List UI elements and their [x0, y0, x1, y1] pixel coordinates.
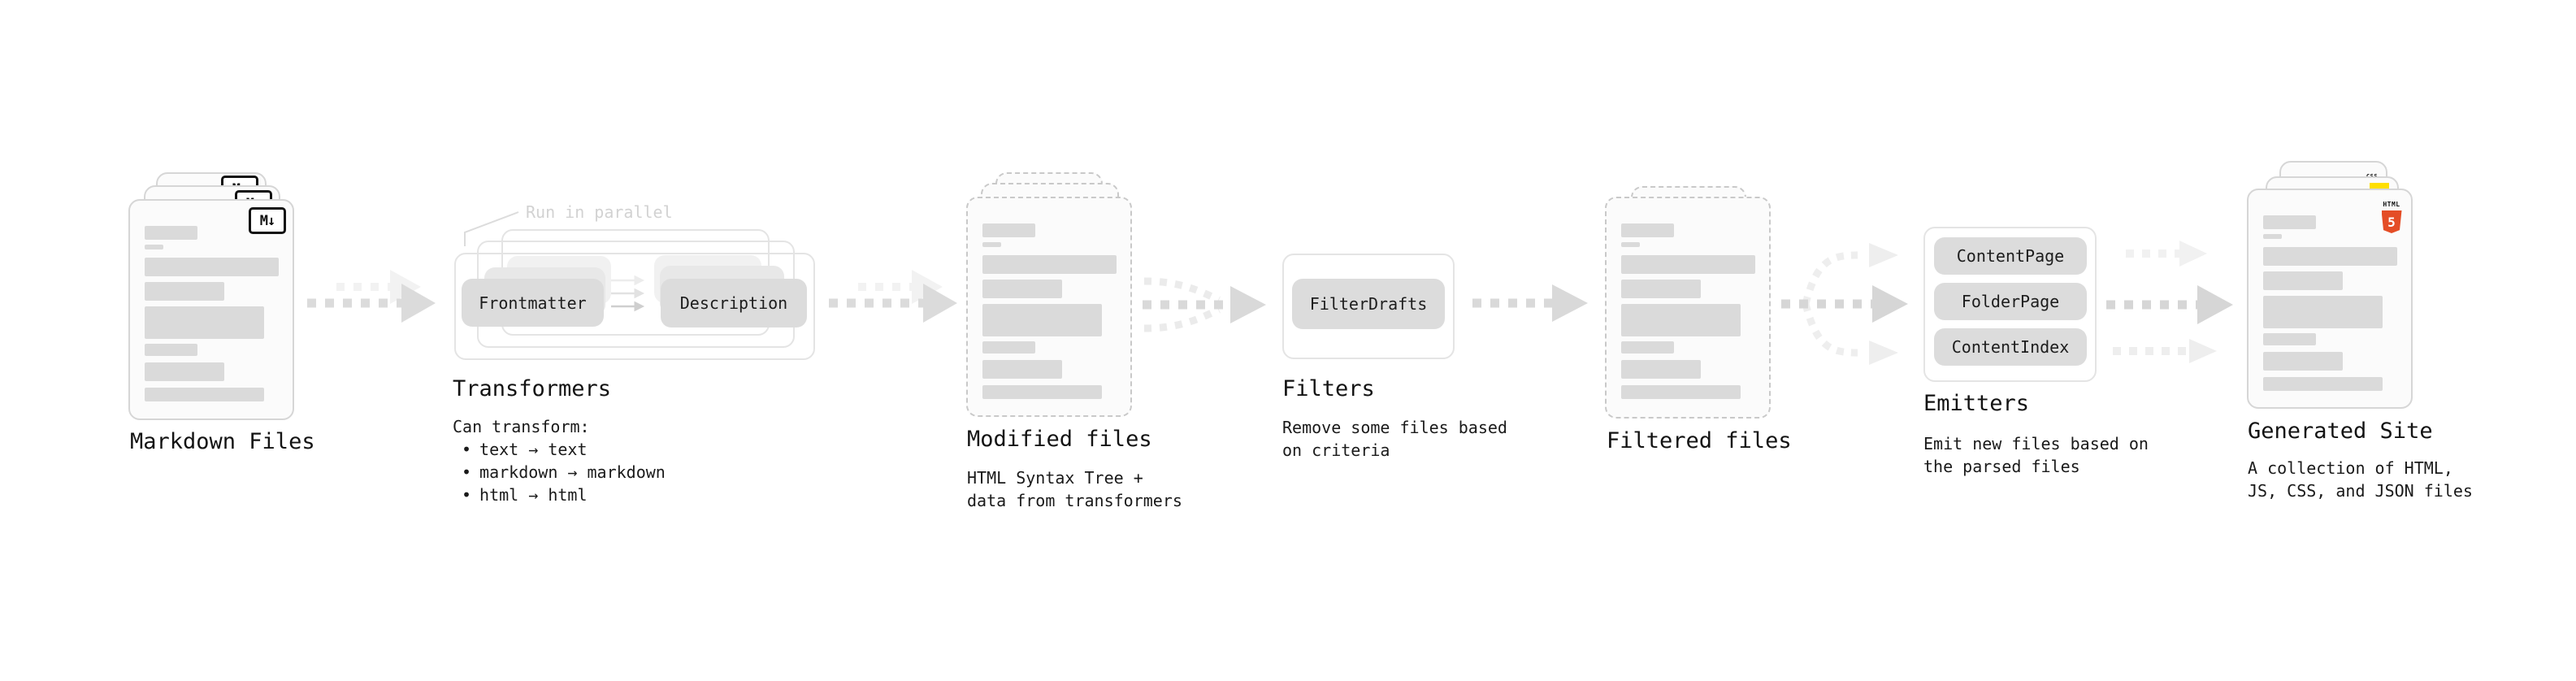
folderpage-pill: FolderPage — [1934, 283, 2087, 320]
content-bar — [145, 282, 224, 301]
content-bar — [1621, 223, 1674, 237]
content-bar — [1621, 242, 1640, 247]
generated-site-stack: CSS HTML 5 — [2247, 161, 2413, 409]
run-in-parallel-label: Run in parallel — [526, 202, 673, 222]
content-bar — [145, 258, 279, 276]
fanout-arrow-filtered-to-emitters — [1781, 243, 1908, 365]
content-bar — [1621, 255, 1755, 274]
markdown-icon: M↓ — [249, 207, 286, 234]
emitters-box — [1923, 227, 2097, 382]
content-bar — [2263, 352, 2343, 371]
filtered-files-title: Filtered files — [1607, 428, 1792, 453]
parallel-arrows-icon — [611, 275, 645, 312]
flow-arrows-emitters-to-site — [2106, 241, 2233, 363]
can-transform-heading: Can transform: — [453, 417, 590, 436]
file-card-front — [1605, 197, 1771, 419]
content-bar — [982, 304, 1102, 336]
modified-files-title: Modified files — [967, 427, 1152, 452]
content-bar — [1621, 280, 1701, 298]
content-bar — [145, 388, 264, 401]
content-bar — [982, 360, 1062, 379]
content-bar — [982, 280, 1062, 298]
content-bar — [145, 344, 197, 356]
filters-title: Filters — [1282, 376, 1375, 401]
content-bar — [1621, 341, 1674, 354]
html5-icon: HTML 5 — [2380, 194, 2403, 233]
filterdrafts-pill: FilterDrafts — [1292, 279, 1445, 329]
content-bar — [2263, 296, 2383, 328]
file-card-front — [966, 197, 1132, 417]
file-card-front: M↓ — [128, 199, 294, 420]
filters-box — [1282, 254, 1455, 359]
content-bar — [2263, 247, 2397, 266]
flow-arrow-transformers-to-modified — [829, 270, 957, 323]
modified-files-subtitle: HTML Syntax Tree + data from transformer… — [967, 468, 1182, 510]
content-bar — [1621, 360, 1701, 379]
flow-arrow-markdown-to-transformers — [307, 270, 436, 323]
content-bar — [982, 341, 1035, 354]
content-bar — [2263, 215, 2316, 229]
bullet-item: •text → text — [462, 440, 588, 459]
content-bar — [2263, 271, 2343, 290]
content-bar — [145, 245, 163, 249]
content-bar — [982, 255, 1117, 274]
content-bar — [982, 223, 1035, 237]
content-bar — [1621, 385, 1741, 399]
content-bar — [2263, 234, 2282, 239]
emitters-subtitle: Emit new files based on the parsed files — [1923, 434, 2149, 476]
contentpage-pill: ContentPage — [1934, 237, 2087, 275]
content-bar — [982, 385, 1102, 399]
frontmatter-pill: Frontmatter — [462, 279, 604, 327]
flow-arrow-filters-to-filtered — [1472, 284, 1588, 322]
content-bar — [2263, 377, 2383, 391]
modified-files-stack — [966, 172, 1132, 420]
filters-subtitle: Remove some files based on criteria — [1282, 418, 1507, 460]
generated-site-title: Generated Site — [2248, 419, 2433, 444]
content-bar — [145, 226, 197, 240]
description-pill: Description — [661, 279, 807, 327]
transformers-title: Transformers — [453, 376, 612, 401]
contentindex-pill: ContentIndex — [1934, 328, 2087, 366]
content-bar — [145, 362, 224, 381]
transform-bullet-list: •text → text •markdown → markdown •html … — [453, 438, 666, 506]
bullet-item: •markdown → markdown — [462, 462, 666, 482]
content-bar — [982, 242, 1001, 247]
transformer-box-front — [454, 253, 815, 360]
emitters-title: Emitters — [1923, 391, 2030, 416]
markdown-files-stack: M↓ M↓ M↓ — [128, 172, 294, 420]
filtered-files-stack — [1605, 186, 1771, 422]
generated-site-subtitle: A collection of HTML, JS, CSS, and JSON … — [2248, 458, 2473, 501]
file-card-front: HTML 5 — [2247, 189, 2413, 409]
content-bar — [2263, 333, 2316, 345]
bullet-item: •html → html — [462, 485, 588, 505]
annotation-connector-line — [464, 211, 519, 246]
content-bar — [145, 306, 264, 339]
content-bar — [1621, 304, 1741, 336]
markdown-files-title: Markdown Files — [130, 429, 315, 454]
merge-arrow-modified-to-filters — [1143, 277, 1266, 332]
